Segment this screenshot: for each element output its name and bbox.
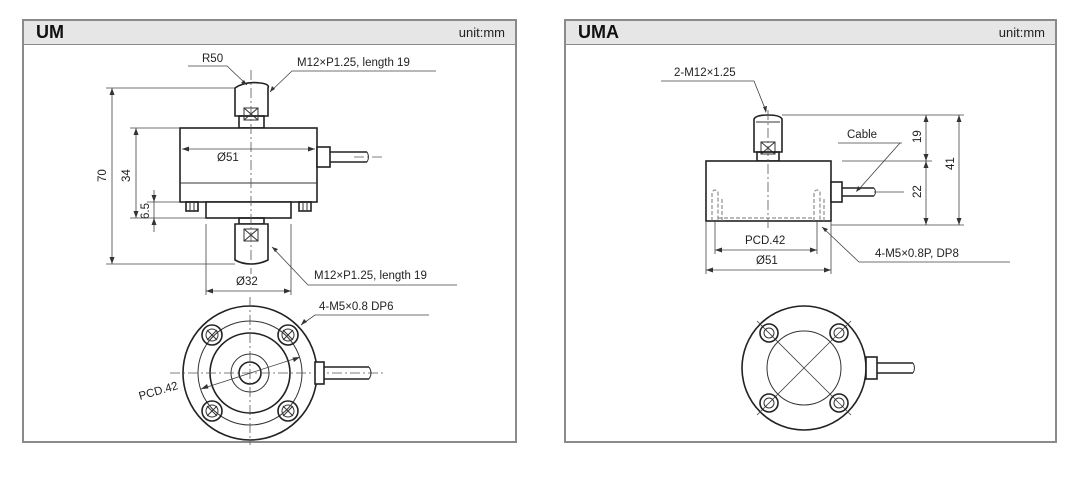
panel-um: UM unit:mm — [22, 19, 517, 445]
um-bolt-holes — [201, 324, 299, 422]
uma-top-thread-label: 2-M12×1.25 — [674, 67, 736, 79]
uma-height-total-label: 41 — [945, 157, 957, 170]
unit-label: unit:mm — [458, 25, 505, 40]
um-height-total-label: 70 — [97, 169, 109, 182]
um-dia-body-label: Ø51 — [217, 152, 239, 164]
panel-header: UMA unit:mm — [566, 21, 1055, 45]
uma-side-view: Cable 19 22 41 — [661, 67, 1010, 274]
um-height-base-label: 6.5 — [140, 203, 152, 219]
um-top-view: PCD.42 4-M5×0.8 DP6 — [138, 297, 429, 445]
um-dia-base-label: Ø32 — [236, 276, 258, 288]
panel-title: UMA — [578, 22, 619, 42]
uma-height-stud-label: 19 — [912, 130, 924, 143]
um-drawing: Ø51 70 34 6.5 — [97, 53, 457, 445]
uma-cable-label: Cable — [847, 129, 877, 141]
unit-label: unit:mm — [998, 25, 1045, 40]
um-pcd-label: PCD.42 — [138, 380, 180, 403]
um-side-view: Ø51 70 34 6.5 — [97, 53, 457, 295]
um-bottom-thread-label: M12×P1.25, length 19 — [314, 270, 427, 282]
panel-header: UM unit:mm — [24, 21, 515, 45]
uma-pcd-label: PCD.42 — [745, 235, 785, 247]
panel-uma: UMA unit:mm — [564, 19, 1057, 443]
uma-bolt-holes — [759, 323, 849, 413]
uma-top-view — [741, 305, 915, 431]
um-radius-label: R50 — [202, 53, 223, 65]
uma-drawing: Cable 19 22 41 — [661, 67, 1010, 431]
uma-mount-holes-label: 4-M5×0.8P, DP8 — [875, 248, 959, 260]
uma-dia-body-label: Ø51 — [756, 255, 778, 267]
uma-height-body-label: 22 — [912, 185, 924, 198]
um-height-body-label: 34 — [121, 169, 133, 182]
um-top-thread-label: M12×P1.25, length 19 — [297, 57, 410, 69]
um-mount-holes-label: 4-M5×0.8 DP6 — [319, 301, 393, 313]
panel-title: UM — [36, 22, 64, 42]
